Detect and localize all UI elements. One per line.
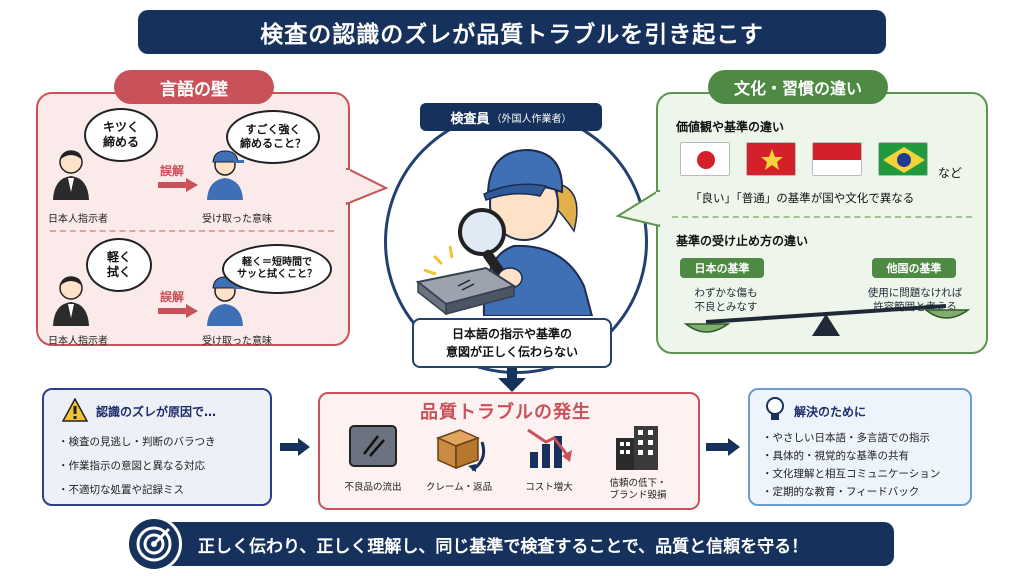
balance-scale-icon [683,304,971,336]
inspector-subtitle: （外国人作業者） [491,113,572,125]
receiver-label-1: 受け取った意味 [202,214,272,225]
solution-item: ・文化理解と相互コミュニケーション [762,468,941,480]
flags-suffix: など [938,166,963,180]
trouble-title: 品質トラブルの発生 [420,402,591,423]
instructor-label-1: 日本人指示者 [48,214,108,225]
right-panel-pointer [616,190,660,228]
vietnam-flag-icon [746,142,796,176]
footer-message: 正しく伝わり、正しく理解し、同じ基準で検査することで、品質と信頼を守る！ [136,522,894,566]
worker-icon [207,276,244,326]
other-standard-tag: 他国の基準 [872,258,956,278]
arrow-right-icon [158,178,198,192]
instruction-bubble-2: 軽く 拭く [86,238,152,292]
trouble-item-4: 信頼の低下・ ブランド毀損 [609,478,667,502]
inspector-note-line2: 意図が正しく伝わらない [445,345,578,359]
misunderstanding-label-1: 誤解 [160,164,185,178]
arrow-right-icon [728,438,740,456]
lightbulb-icon [766,397,784,420]
inspector-note-line1: 日本語の指示や基準の [451,327,572,341]
inspector-illustration [415,148,594,316]
target-icon-badge [126,516,182,572]
brazil-flag-icon [878,142,928,176]
arrow-right-icon [298,438,310,456]
cost-increase-chart-icon [527,428,572,468]
japanese-instructor-icon [53,150,89,200]
solution-item: ・具体的・視覚的な基準の共有 [762,450,909,462]
defect-part-icon [349,425,397,467]
japan-standard-text: わずかな傷も 不良とみなす [694,287,758,314]
worker-icon [207,150,244,200]
inspector-title: 検査員 [450,111,490,127]
divider [50,230,334,232]
values-title: 価値観や基準の違い [676,120,785,134]
trouble-item-3: コスト増大 [525,482,573,493]
indonesia-flag-icon [812,142,862,176]
culture-header: 文化・習慣の違い [708,70,888,104]
instructor-label-2: 日本人指示者 [48,336,108,347]
left-panel-pointer [346,168,389,206]
arrow-right-icon [706,443,730,451]
japan-standard-tag: 日本の基準 [680,258,764,278]
arrow-right-icon [158,304,198,318]
instruction-bubble-1: キツく 締める [84,108,158,162]
return-box-icon [435,429,486,472]
solution-item: ・定期的な教育・フィードバック [762,486,920,498]
japanese-instructor-icon [53,276,89,326]
cause-title: 認識のズレが原因で… [96,405,217,419]
trouble-item-2: クレーム・返品 [425,482,493,493]
inspector-note: 日本語の指示や基準の 意図が正しく伝わらない [412,318,612,368]
cause-item: ・検査の見逃し・判断のバラつき [58,436,216,448]
interpreted-bubble-2: 軽く＝短時間で サッと拭くこと？ [222,244,332,294]
interpreted-bubble-1: すごく強く 締めること？ [226,110,320,164]
misunderstanding-label-2: 誤解 [160,290,185,304]
japan-flag-icon [680,142,730,176]
values-caption: 「良い」「普通」の基準が国や文化で異なる [690,191,915,205]
cause-item: ・作業指示の意図と異なる対応 [58,460,205,472]
building-icon [616,426,658,470]
receiver-label-2: 受け取った意味 [202,336,272,347]
language-wall-header: 言語の壁 [114,70,274,104]
trouble-item-1: 不良品の流出 [344,482,402,493]
cause-item: ・不適切な処置や記録ミス [58,484,184,496]
arrow-down-icon [498,368,526,392]
target-icon [136,526,172,562]
standards-title: 基準の受け止め方の違い [676,234,809,248]
inspector-label: 検査員（外国人作業者） [420,103,602,131]
solution-title: 解決のために [794,405,867,419]
divider [672,216,972,218]
arrow-right-icon [280,443,300,451]
solution-item: ・やさしい日本語・多言語での指示 [762,432,930,444]
warning-icon [62,398,88,422]
solution-box [748,388,972,506]
page-title: 検査の認識のズレが品質トラブルを引き起こす [138,10,886,54]
